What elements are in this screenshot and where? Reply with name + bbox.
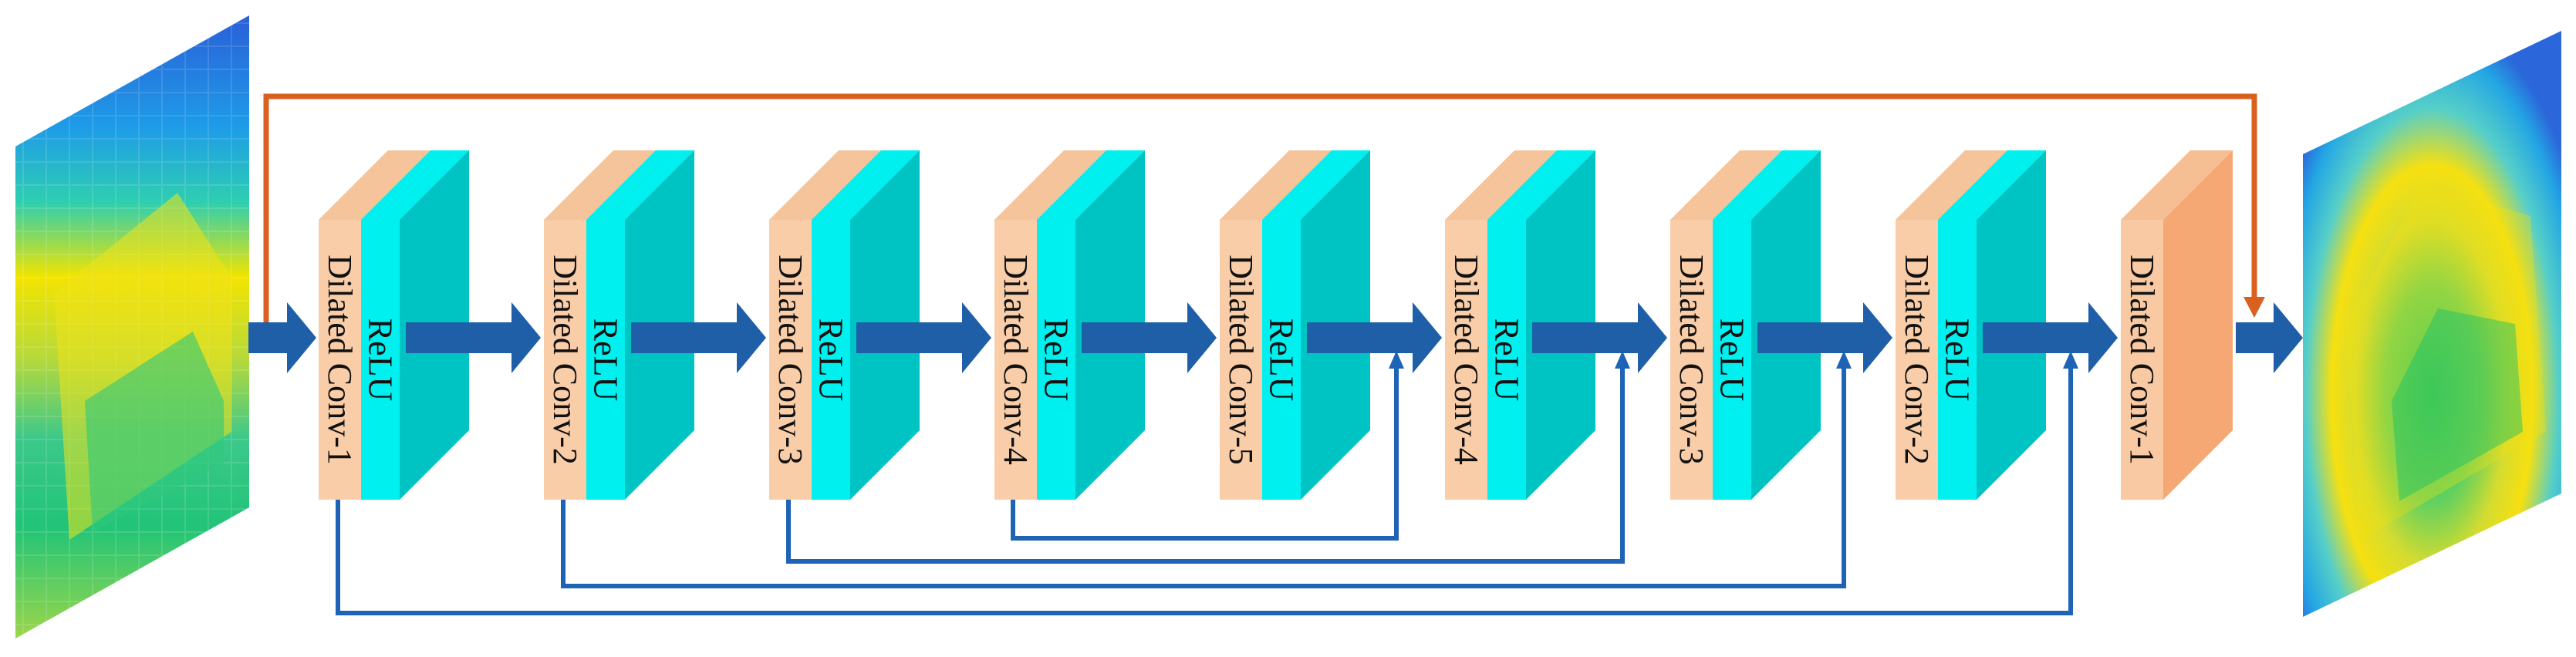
top-skip-line [263,93,2257,324]
final-conv-layer [2121,220,2163,500]
conv-block-9: Dilated Conv-1 [2121,150,2233,500]
relu-label: ReLU [812,318,850,402]
flow-arrow-5 [1307,302,1442,373]
relu-layer [1487,220,1526,500]
skip-line-conv3 [786,359,1625,564]
relu-top-face [1262,150,1370,220]
flow-arrow-7 [1757,302,1892,373]
output-map [2303,31,2561,617]
skip-line-conv2 [561,359,1846,588]
conv-label: Dilated Conv-3 [771,254,809,465]
relu-label: ReLU [587,318,625,402]
skip-line-conv1 [336,359,2073,615]
conv-layer [994,220,1037,500]
relu-layer [586,220,625,500]
relu-top-face [586,150,694,220]
conv-label: Dilated Conv-4 [997,254,1035,465]
skip-arrowheads [1389,351,2078,369]
skip-line-conv4 [1011,359,1399,541]
input-map [15,15,249,638]
conv-layer [319,220,361,500]
relu-label: ReLU [1038,318,1075,402]
relu-layer [1713,220,1751,500]
conv-layer [1445,220,1487,500]
relu-top-face [1938,150,2046,220]
relu-label: ReLU [362,318,400,402]
conv-layer [544,220,586,500]
conv-label: Dilated Conv-4 [1447,254,1485,465]
conv-label: Dilated Conv-1 [321,254,359,465]
conv-label: Dilated Conv-5 [1222,254,1260,465]
relu-label: ReLU [1939,318,1977,402]
relu-layer [812,220,850,500]
relu-label: ReLU [1488,318,1526,402]
top-skip-arrowhead [2243,297,2265,318]
flow-arrow-3 [856,302,991,373]
flow-arrow-4 [1082,302,1217,373]
flow-arrow-8 [1983,302,2118,373]
conv-layer [1896,220,1938,500]
conv-label: Dilated Conv-2 [1898,254,1936,465]
final-top-face [2121,150,2233,220]
relu-label: ReLU [1713,318,1751,402]
relu-top-face [1713,150,1821,220]
relu-layer [1262,220,1301,500]
conv-label: Dilated Conv-1 [2123,254,2161,465]
conv-layer [1670,220,1713,500]
relu-top-face [361,150,469,220]
flow-arrow-2 [631,302,766,373]
conv-layer [1220,220,1262,500]
arrows-layer [248,302,2303,373]
relu-top-face [812,150,920,220]
final-side-face [2163,150,2233,500]
conv-layer [769,220,812,500]
relu-layer [1938,220,1977,500]
flow-arrow-6 [1532,302,1667,373]
flow-arrow-1 [406,302,541,373]
relu-layer [1037,220,1075,500]
bottom-skip-lines [336,359,2073,615]
flow-arrow-out [2236,302,2303,373]
relu-top-face [1487,150,1595,220]
flow-arrow-in [248,302,316,373]
relu-label: ReLU [1263,318,1301,402]
relu-layer [361,220,400,500]
relu-top-face [1037,150,1145,220]
conv-label: Dilated Conv-3 [1673,254,1710,465]
conv-label: Dilated Conv-2 [546,254,584,465]
